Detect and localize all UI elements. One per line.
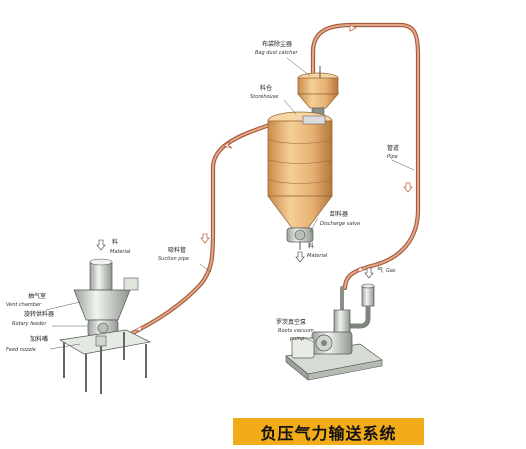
label-bag-dust-catcher-zh: 布袋除尘器 xyxy=(262,41,293,48)
arrow-material-out xyxy=(295,251,305,263)
diagram-title: 负压气力输送系统 xyxy=(260,423,397,443)
arrow-gas-out xyxy=(364,267,374,279)
discharge-valve xyxy=(286,227,314,250)
label-rotary-feeder-zh: 旋转供料器 xyxy=(24,311,55,318)
arrow-material-in xyxy=(96,239,106,251)
label-bag-dust-catcher-en: Bag dust catcher xyxy=(255,50,298,56)
leader-lines xyxy=(45,57,415,350)
label-material-out-en: Material xyxy=(307,253,328,259)
arrow-diag-2 xyxy=(356,266,365,273)
label-roots-vacuum-pump-en1: Roots vacuum xyxy=(278,328,314,334)
label-feed-nozzle-en: Feed nozzle xyxy=(6,347,36,353)
label-rotary-feeder-en: Rotary feeder xyxy=(12,321,47,327)
roots-vacuum-pump xyxy=(285,283,383,381)
label-material-out-zh: 料 xyxy=(308,243,315,250)
feeder-assembly xyxy=(58,258,152,394)
label-suction-pipe-zh: 吸料管 xyxy=(168,247,187,254)
material-arrows xyxy=(96,239,374,279)
label-discharge-valve-en: Discharge valve xyxy=(320,221,361,227)
label-roots-vacuum-pump-en2: pump xyxy=(290,336,305,342)
label-gas-zh: 气 xyxy=(377,267,384,274)
label-pipe-en: Pipe xyxy=(387,154,398,160)
label-material-in-zh: 料 xyxy=(112,239,119,246)
arrow-right-down xyxy=(403,182,413,193)
bag-dust-catcher xyxy=(297,66,339,119)
arrow-bottom-left xyxy=(133,325,143,332)
label-storehouse-en: Storehouse xyxy=(250,94,279,100)
label-gas-en: Gas xyxy=(386,268,396,274)
label-discharge-valve-zh: 卸料器 xyxy=(330,211,349,218)
label-suction-pipe-en: Suction pipe xyxy=(158,256,190,262)
label-pipe-zh: 管道 xyxy=(387,145,400,152)
label-vent-chamber-en: Vent chamber xyxy=(6,302,42,308)
label-feed-nozzle-zh: 加料嘴 xyxy=(30,336,49,343)
storehouse-silo xyxy=(267,111,333,229)
arrow-diag-1 xyxy=(223,140,233,149)
title-banner: 负压气力输送系统 xyxy=(233,418,424,445)
label-roots-vacuum-pump-zh: 罗茨真空泵 xyxy=(276,319,307,326)
label-vent-chamber-zh: 抽气室 xyxy=(28,293,47,300)
arrow-top-1 xyxy=(349,24,357,32)
label-storehouse-zh: 料仓 xyxy=(260,85,273,92)
arrow-up-suction xyxy=(200,233,210,244)
label-material-in-en: Material xyxy=(110,249,131,255)
flow-arrows xyxy=(133,24,413,332)
